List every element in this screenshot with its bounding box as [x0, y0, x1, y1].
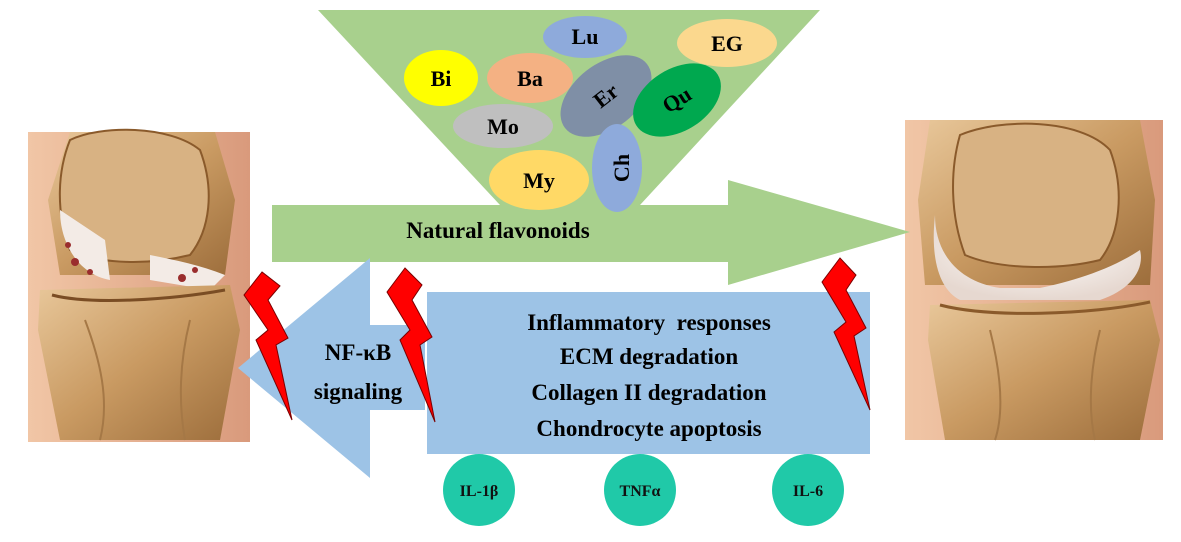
- svg-text:Mo: Mo: [487, 114, 519, 139]
- svg-text:IL-1β: IL-1β: [460, 483, 499, 500]
- flavonoid-eg: EG: [677, 19, 777, 67]
- flavonoid-mo: Mo: [453, 104, 553, 148]
- cytokine-tnfa: TNFα: [604, 454, 676, 526]
- effect-chondrocyte-apoptosis: Chondrocyte apoptosis: [536, 416, 761, 441]
- nfkb-label-line2: signaling: [314, 379, 403, 404]
- svg-text:Bi: Bi: [431, 66, 452, 91]
- main-arrow: [272, 180, 910, 285]
- svg-text:Lu: Lu: [572, 24, 599, 49]
- effect-ecm-degradation: ECM degradation: [560, 344, 738, 369]
- cytokine-il1b: IL-1β: [443, 454, 515, 526]
- svg-text:My: My: [523, 168, 555, 193]
- svg-text:Ch: Ch: [609, 154, 634, 182]
- flavonoid-my: My: [489, 150, 589, 210]
- cytokine-il6: IL-6: [772, 454, 844, 526]
- effect-inflammatory-responses: Inflammatory responses: [527, 310, 771, 335]
- flavonoid-ch: Ch: [592, 124, 642, 212]
- svg-text:TNFα: TNFα: [620, 483, 661, 500]
- effect-collagen-degradation: Collagen II degradation: [531, 380, 766, 405]
- healthy-knee-illustration: [905, 120, 1163, 441]
- flavonoid-bi: Bi: [404, 50, 478, 106]
- lightning-bolt-middle-icon: [386, 267, 436, 423]
- nfkb-arrow: [238, 258, 425, 478]
- svg-text:EG: EG: [711, 31, 743, 56]
- svg-text:IL-6: IL-6: [793, 483, 823, 500]
- effects-box: [427, 292, 870, 454]
- main-arrow-label: Natural flavonoids: [406, 218, 589, 243]
- flavonoid-ba: Ba: [487, 53, 573, 103]
- flavonoid-qu: Qu: [633, 63, 721, 137]
- svg-text:Ba: Ba: [517, 66, 543, 91]
- damaged-knee-illustration: [28, 128, 250, 442]
- nfkb-label-line1: NF-κB: [325, 340, 391, 365]
- flavonoid-lu: Lu: [543, 16, 627, 58]
- lightning-bolt-left-icon: [243, 271, 293, 421]
- lightning-bolt-right-icon: [821, 257, 871, 411]
- flavonoid-er: Er: [560, 55, 652, 137]
